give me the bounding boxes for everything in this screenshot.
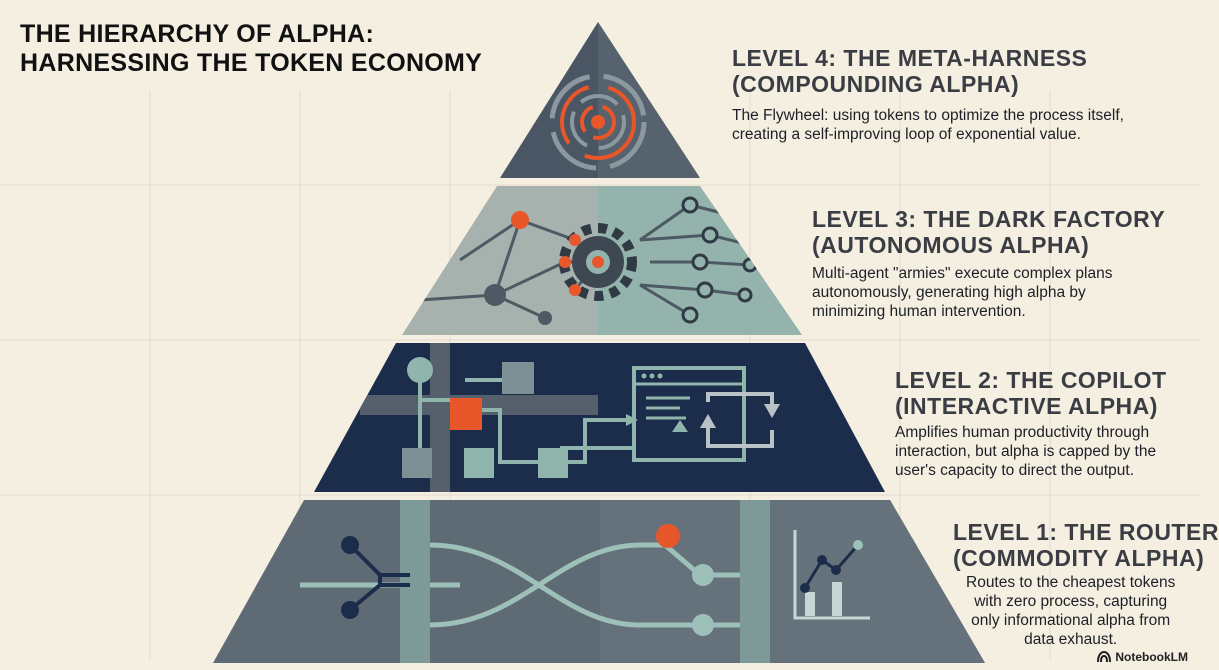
chart-icon [793, 530, 870, 620]
level-1-description: Routes to the cheapest tokens with zero … [966, 574, 1176, 648]
split-icon [348, 543, 410, 612]
page-title: THE HIERARCHY OF ALPHA: HARNESSING THE T… [20, 20, 483, 77]
cheapest-token-node [656, 524, 680, 548]
notebooklm-brand: NotebookLM [1097, 650, 1188, 664]
tier-2-copilot [314, 343, 885, 492]
level-3-title: LEVEL 3: THE DARK FACTORY (AUTONOMOUS AL… [812, 206, 1166, 258]
notebooklm-logo-icon [1097, 650, 1112, 663]
level-3-description: Multi-agent "armies" execute complex pla… [812, 265, 1113, 320]
level-4-description: The Flywheel: using tokens to optimize t… [732, 107, 1124, 143]
user-node-icon [407, 357, 433, 383]
human-input-icon [450, 398, 482, 430]
level-4-title: LEVEL 4: THE META-HARNESS (COMPOUNDING A… [732, 45, 1088, 97]
tier-4-meta-harness [500, 22, 700, 178]
tier-1-router [213, 500, 985, 663]
level-2-description: Amplifies human productivity through int… [895, 424, 1157, 479]
level-1-title: LEVEL 1: THE ROUTER (COMMODITY ALPHA) [953, 519, 1219, 571]
agent-nodes [511, 211, 581, 296]
refresh-loop-icon [706, 392, 774, 448]
level-2-title: LEVEL 2: THE COPILOT (INTERACTIVE ALPHA) [895, 367, 1167, 419]
gear-icon [559, 223, 637, 301]
flywheel-icon [549, 73, 647, 171]
tier-3-dark-factory [402, 186, 802, 335]
